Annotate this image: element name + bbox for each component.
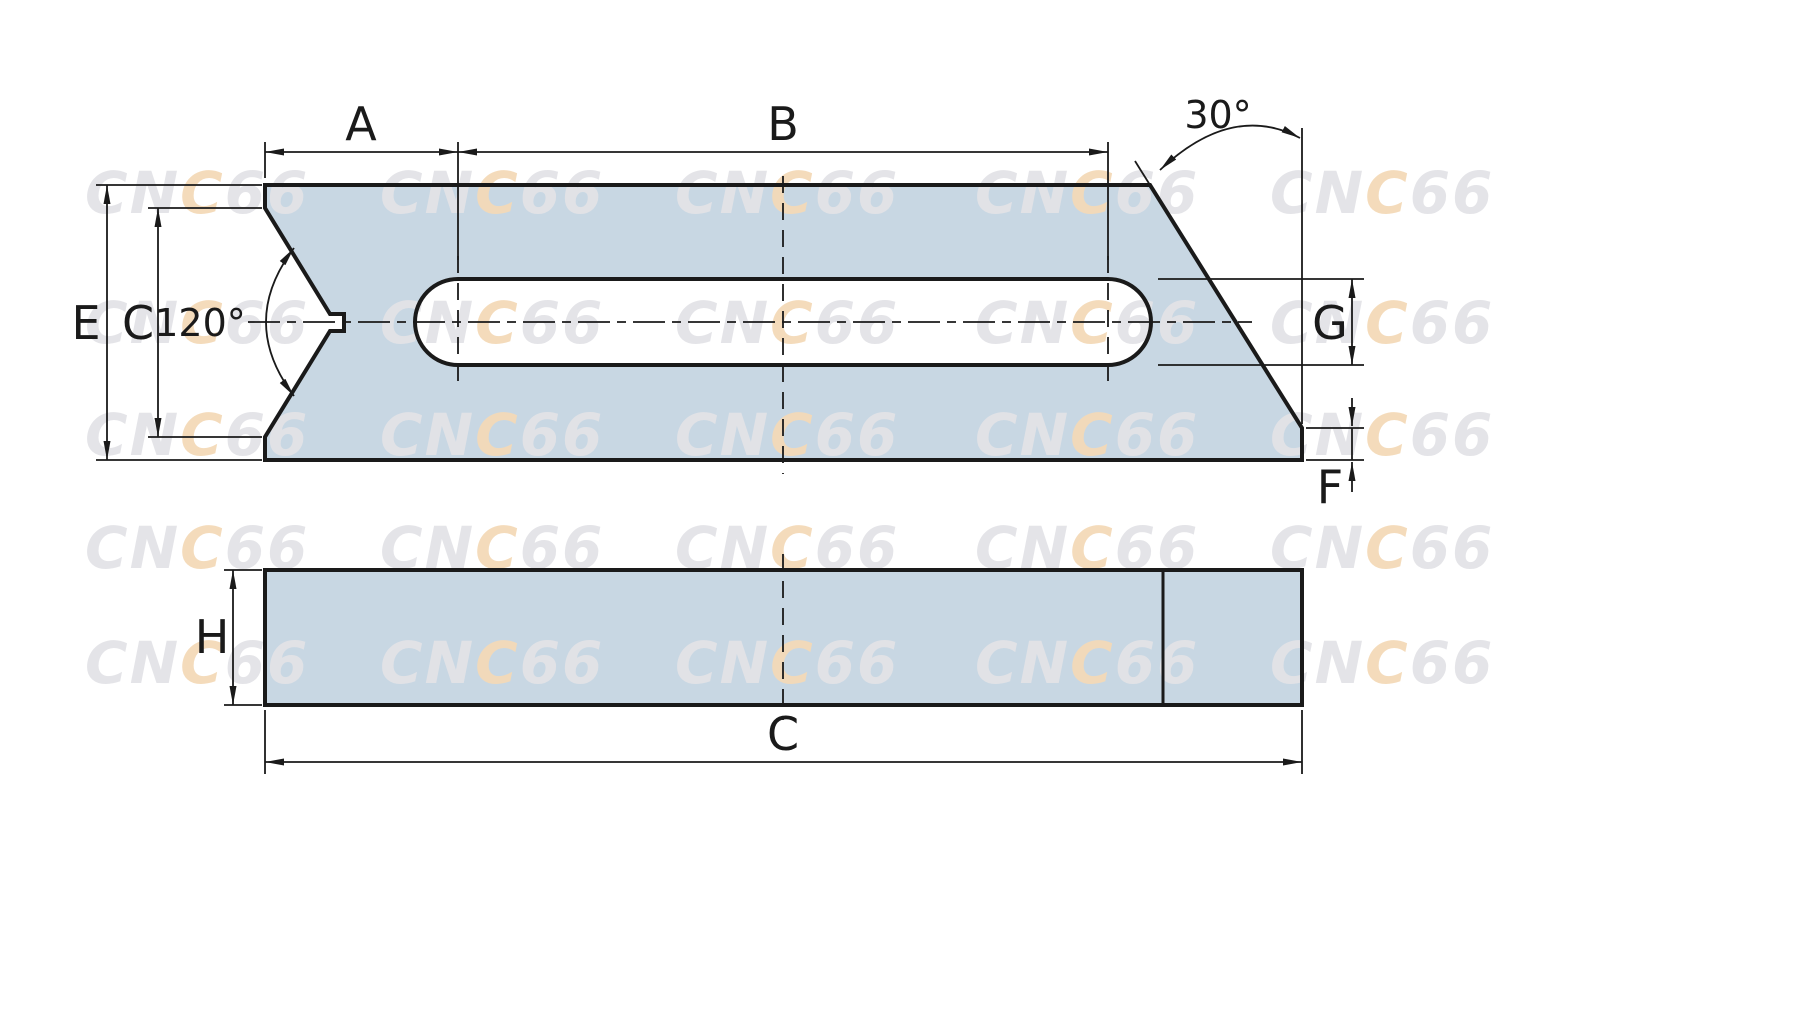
watermark-text: CNC66 <box>380 159 604 227</box>
side-view-outline <box>263 568 1304 707</box>
watermark-text: CNC66 <box>1270 629 1494 697</box>
dimension-e <box>96 184 262 461</box>
dimension-angle-30 <box>1134 124 1303 424</box>
top-view-outline <box>263 183 1304 462</box>
dimension-b <box>458 142 1109 260</box>
angle-arc <box>265 247 295 397</box>
watermark-text: CNC66 <box>975 289 1199 357</box>
watermark-text: CNC66 <box>380 629 604 697</box>
dim-label-a: A <box>345 97 377 151</box>
watermark-text: CNC66 <box>675 289 899 357</box>
dimension-a <box>264 142 459 260</box>
watermark-text: CNC66 <box>675 159 899 227</box>
watermark-text: CNC66 <box>85 629 309 697</box>
watermark-text: CNC66 <box>380 401 604 469</box>
dimensions <box>96 124 1364 774</box>
dim-label-b: B <box>767 97 799 151</box>
dim-label-e: E <box>71 296 100 350</box>
dimension-g <box>1158 278 1364 366</box>
watermark-text: CNC66 <box>975 159 1199 227</box>
dimension-c-bottom <box>264 710 1303 774</box>
angle-label-30: 30° <box>1184 93 1251 137</box>
watermark-text: CNC66 <box>675 629 899 697</box>
watermark-text: CNC66 <box>975 401 1199 469</box>
dim-label-g: G <box>1312 296 1348 350</box>
watermark-text: CNC66 <box>1270 514 1494 582</box>
dimension-h <box>224 569 262 706</box>
watermark-text: CNC66 <box>1270 401 1494 469</box>
dim-label-c-left: C <box>122 296 154 350</box>
dim-label-c-bottom: C <box>767 707 799 761</box>
angle-arc <box>1159 124 1301 171</box>
dimension-f <box>1306 398 1364 492</box>
dim-label-f: F <box>1317 460 1343 514</box>
watermark-text: CNC66 <box>85 159 309 227</box>
watermark-text: CNC66 <box>1270 289 1494 357</box>
dim-label-h: H <box>195 610 230 664</box>
dimension-labels: A B 30° E C 120° G F H C <box>71 93 1347 761</box>
dimension-c-left <box>148 207 262 438</box>
centerlines <box>248 176 1252 720</box>
watermark-text: CNC66 <box>975 629 1199 697</box>
watermark-text: CNC66 <box>1270 159 1494 227</box>
dimension-angle-120 <box>265 247 295 397</box>
watermark-text: CNC66 <box>675 401 899 469</box>
angle-label-120: 120° <box>154 301 246 345</box>
ext-line-slant <box>1134 160 1151 186</box>
